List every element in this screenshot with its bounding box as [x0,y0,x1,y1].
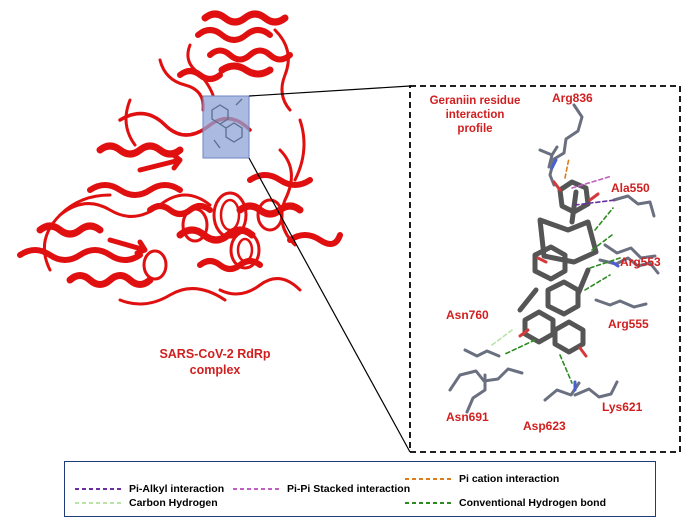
legend-label-pi-alkyl: Pi-Alkyl interaction [129,483,225,495]
legend-label-conventional-h-bond: Conventional Hydrogen bond [459,497,606,509]
inset-title-line-1: Geraniin residue [429,95,521,107]
legend-swatch-carbon-hydrogen [75,502,123,504]
residue-label-arg555: Arg555 [608,317,649,331]
legend-item-pi-alkyl: Pi-Alkyl interaction [75,482,224,496]
legend-label-pi-cation: Pi cation interaction [459,473,560,485]
legend-swatch-conventional-h-bond [405,502,453,504]
protein-ribbon [17,10,343,306]
residue-label-arg553: Arg553 [620,255,661,269]
protein-label-line-1: SARS-CoV-2 RdRp [159,347,271,361]
legend-label-pi-pi-stacked: Pi-Pi Stacked interaction [287,483,411,495]
residue-label-arg836: Arg836 [552,91,593,105]
residue-label-asp623: Asp623 [523,419,566,433]
protein-label: SARS-CoV-2 RdRp complex [140,346,290,378]
residue-label-ala550: Ala550 [611,181,650,195]
legend-swatch-pi-alkyl [75,488,123,490]
zoom-connector-bottom [248,157,411,453]
inset-title: Geraniin residue interaction profile [410,94,540,136]
legend-item-carbon-hydrogen: Carbon Hydrogen [75,496,218,510]
legend: Pi-Alkyl interaction Pi-Pi Stacked inter… [64,461,656,517]
legend-label-carbon-hydrogen: Carbon Hydrogen [129,497,218,509]
legend-swatch-pi-pi-stacked [233,488,281,490]
protein-label-line-2: complex [189,363,241,377]
legend-item-pi-cation: Pi cation interaction [405,472,559,486]
inset-box [409,85,681,453]
binding-site-box [202,95,250,159]
legend-item-conventional-h-bond: Conventional Hydrogen bond [405,496,606,510]
binding-site-ligand [211,98,243,149]
legend-swatch-pi-cation [405,478,453,480]
inset-title-line-3: profile [457,123,493,135]
residue-label-lys621: Lys621 [602,400,643,414]
residue-label-asn691: Asn691 [446,410,489,424]
legend-item-pi-pi-stacked: Pi-Pi Stacked interaction [233,482,410,496]
zoom-connector-top [248,85,411,97]
inset-title-line-2: interaction [445,109,505,121]
residue-label-asn760: Asn760 [446,308,489,322]
ligand-and-residues [448,103,660,414]
